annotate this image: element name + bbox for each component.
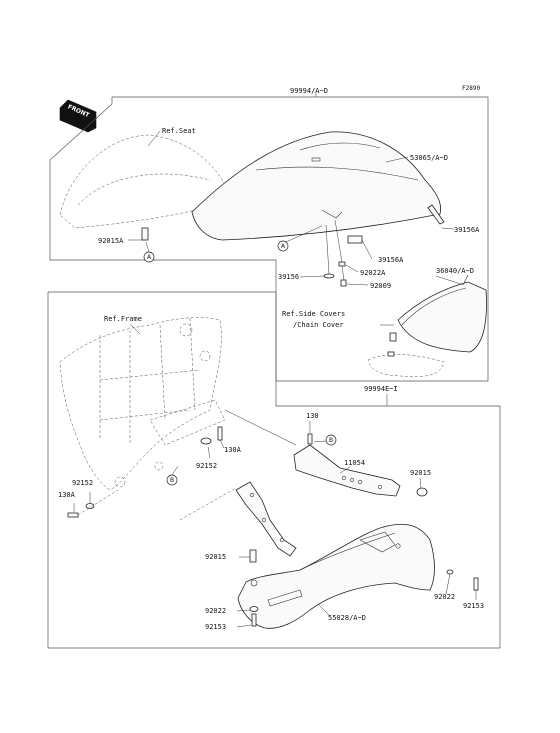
svg-text:A: A: [281, 243, 286, 250]
seat-fasteners: [128, 204, 455, 287]
label-92015-lower: 92015: [205, 553, 226, 561]
svg-text:A: A: [147, 254, 152, 261]
label-39156: 39156: [278, 273, 299, 281]
upper-group-bracket: [49, 93, 489, 382]
reference-frame-outline: [59, 317, 226, 491]
label-36040: 36040/A~D: [436, 267, 474, 275]
right-fastener-92015: [416, 477, 428, 497]
label-39156a-top: 39156A: [454, 226, 480, 234]
label-53065: 53065/A~D: [410, 154, 448, 162]
figure-id: F2890: [462, 85, 480, 92]
left-fasteners: [67, 489, 119, 518]
svg-text:B: B: [170, 477, 174, 484]
lower-group-bracket: [47, 291, 501, 649]
callout-b-right: B: [325, 434, 337, 446]
label-92009: 92009: [370, 282, 391, 290]
lower-stay-part: [235, 481, 297, 557]
label-92015a: 92015A: [98, 237, 124, 245]
label-92153-lower: 92153: [205, 623, 226, 631]
label-130a-left: 130A: [58, 491, 76, 499]
seat-cover-part: [191, 131, 442, 241]
label-130-top: 130: [306, 412, 319, 420]
svg-text:B: B: [329, 437, 333, 444]
label-92022-right: 92022: [434, 593, 455, 601]
label-ref-side-covers: Ref.Side Covers: [282, 310, 345, 318]
side-cover-part: [367, 274, 487, 377]
bracket-11054-part: [293, 433, 401, 497]
label-92022-lower: 92022: [205, 607, 226, 615]
front-arrow-icon: FRONT: [59, 99, 97, 133]
cowl-55028-part: [237, 523, 435, 629]
label-130a-mid: 130A: [224, 446, 242, 454]
label-ref-seat: Ref.Seat: [162, 127, 196, 135]
label-39156a-mid: 39156A: [378, 256, 404, 264]
label-lower-group: 99994E~I: [364, 385, 398, 393]
label-11054: 11054: [344, 459, 365, 467]
lower-fasteners: [236, 549, 479, 628]
callout-b-left: B: [166, 474, 178, 486]
label-92015-right: 92015: [410, 469, 431, 477]
label-ref-chain-cover: /Chain Cover: [293, 321, 344, 329]
label-upper-group: 99994/A~D: [290, 87, 328, 95]
callout-a-upper: A: [143, 251, 155, 263]
label-55028: 55028/A~D: [328, 614, 366, 622]
mid-fasteners: [179, 409, 297, 521]
label-92152-left: 92152: [72, 479, 93, 487]
reference-seat-outline: [59, 134, 229, 229]
label-92153-right: 92153: [463, 602, 484, 610]
label-92022a: 92022A: [360, 269, 386, 277]
label-ref-frame: Ref.Frame: [104, 315, 142, 323]
label-92152-mid: 92152: [196, 462, 217, 470]
callout-a-mid: A: [277, 240, 289, 252]
